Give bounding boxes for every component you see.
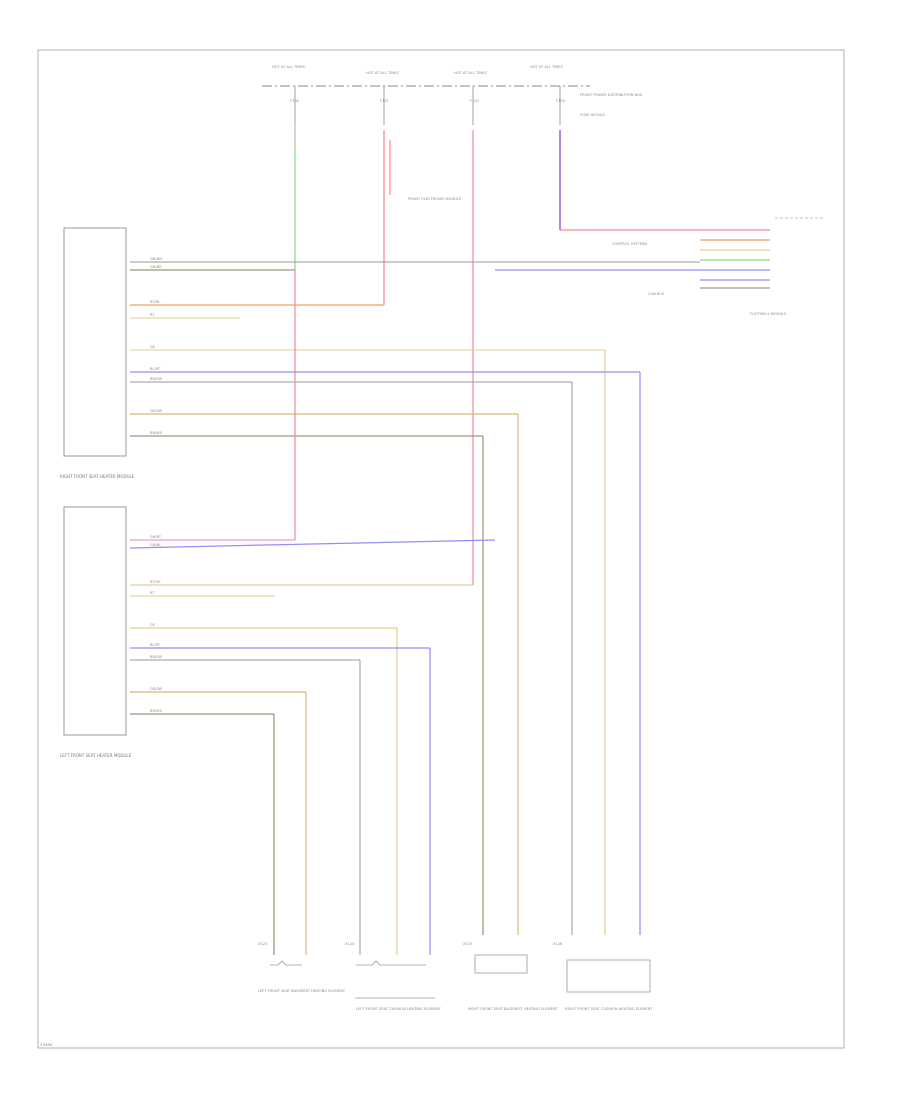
rf-wire-1: GN/WS bbox=[150, 257, 163, 261]
feed-wires: FRONT ELECTRONIC MODULE bbox=[130, 125, 770, 586]
element-1-label: LEFT FRONT SEAT BACKREST HEATING ELEMENT bbox=[258, 989, 346, 993]
conn-1: X123 bbox=[258, 942, 267, 946]
right-connector: CONTROL SYSTEMS CAN BUS FOOTWELL MODULE bbox=[495, 217, 825, 316]
footer-code: 3 BMW bbox=[40, 1043, 53, 1047]
element-2-label: LEFT FRONT SEAT CUSHION HEATING ELEMENT bbox=[356, 1007, 442, 1011]
fuse-bus: HOT AT ALL TIMES F100 HOT AT ALL TIMES F… bbox=[262, 65, 643, 125]
lf-wire-3: RT/GE bbox=[150, 580, 161, 584]
diagram-frame bbox=[37, 49, 845, 1049]
lf-wire-6: BL/RT bbox=[150, 643, 161, 647]
fuse-note-1: FRONT POWER DISTRIBUTION BOX bbox=[580, 93, 643, 97]
element-3-label: RIGHT FRONT SEAT BACKREST HEATING ELEMEN… bbox=[468, 1007, 559, 1011]
lf-wire-4: RT bbox=[150, 591, 155, 595]
element-rf-backrest: X125 RIGHT FRONT SEAT BACKREST HEATING E… bbox=[463, 942, 559, 1011]
conn-2: X124 bbox=[345, 942, 355, 946]
lf-wire-2: GN/BL bbox=[150, 543, 161, 547]
lf-wire-1: GN/RT bbox=[150, 535, 162, 539]
fuse-3-id: F102 bbox=[470, 99, 479, 103]
lf-module-label: LEFT FRONT SEAT HEATER MODULE bbox=[60, 753, 132, 758]
rf-wire-3: RT/BL bbox=[150, 300, 160, 304]
rf-wire-6: BL/RT bbox=[150, 367, 161, 371]
rf-module-label: RIGHT FRONT SEAT HEATER MODULE bbox=[60, 474, 135, 479]
rf-wire-4: RT bbox=[150, 313, 155, 317]
lf-wire-7: BR/SW bbox=[150, 655, 162, 659]
fuse-box-1: HOT AT ALL TIMES F100 bbox=[272, 65, 306, 125]
lf-wire-9: BR/WS bbox=[150, 709, 163, 713]
lf-wire-5: GE bbox=[150, 623, 156, 627]
right-module-label: FOOTWELL MODULE bbox=[750, 312, 787, 316]
conn-4: X126 bbox=[553, 942, 563, 946]
junction-label-3: CAN BUS bbox=[648, 292, 665, 296]
fuse-box-1-label: HOT AT ALL TIMES bbox=[272, 65, 306, 69]
rf-wire-9: BR/WS bbox=[150, 431, 163, 435]
fuse-box-3: HOT AT ALL TIMES F102 bbox=[454, 71, 488, 125]
rf-wire-7: BR/SW bbox=[150, 377, 162, 381]
junction-label-1: FRONT ELECTRONIC MODULE bbox=[408, 197, 462, 201]
fuse-box-4: HOT AT ALL TIMES F103 bbox=[530, 65, 565, 125]
element-lf-cushion: X124 LEFT FRONT SEAT CUSHION HEATING ELE… bbox=[345, 942, 442, 1011]
element-lf-backrest: X123 LEFT FRONT SEAT BACKREST HEATING EL… bbox=[258, 942, 346, 993]
fuse-box-3-label: HOT AT ALL TIMES bbox=[454, 71, 488, 75]
heating-elements: X123 LEFT FRONT SEAT BACKREST HEATING EL… bbox=[258, 942, 653, 1011]
element-4-label: RIGHT FRONT SEAT CUSHION HEATING ELEMENT bbox=[565, 1007, 653, 1011]
lf-wire-8: GE/SW bbox=[150, 687, 163, 691]
fuse-note-2: FUSE DETAILS bbox=[580, 113, 606, 117]
conn-3: X125 bbox=[463, 942, 472, 946]
junction-label-2: CONTROL SYSTEMS bbox=[612, 242, 648, 246]
rf-wire-8: GE/SW bbox=[150, 409, 163, 413]
fuse-4-id: F103 bbox=[556, 99, 565, 103]
element-rf-cushion: X126 RIGHT FRONT SEAT CUSHION HEATING EL… bbox=[553, 942, 653, 1011]
fuse-box-2: HOT AT ALL TIMES F101 bbox=[366, 71, 400, 125]
rf-wire-2: GN/BR bbox=[150, 265, 162, 269]
fuse-2-id: F101 bbox=[380, 99, 389, 103]
rf-wire-5: GE bbox=[150, 345, 156, 349]
rf-seat-module: RIGHT FRONT SEAT HEATER MODULE GN/WS GN/… bbox=[60, 227, 700, 935]
lf-seat-module: LEFT FRONT SEAT HEATER MODULE GN/RT GN/B… bbox=[60, 270, 496, 955]
fuse-box-4-label: HOT AT ALL TIMES bbox=[530, 65, 564, 69]
fuse-box-2-label: HOT AT ALL TIMES bbox=[366, 71, 400, 75]
